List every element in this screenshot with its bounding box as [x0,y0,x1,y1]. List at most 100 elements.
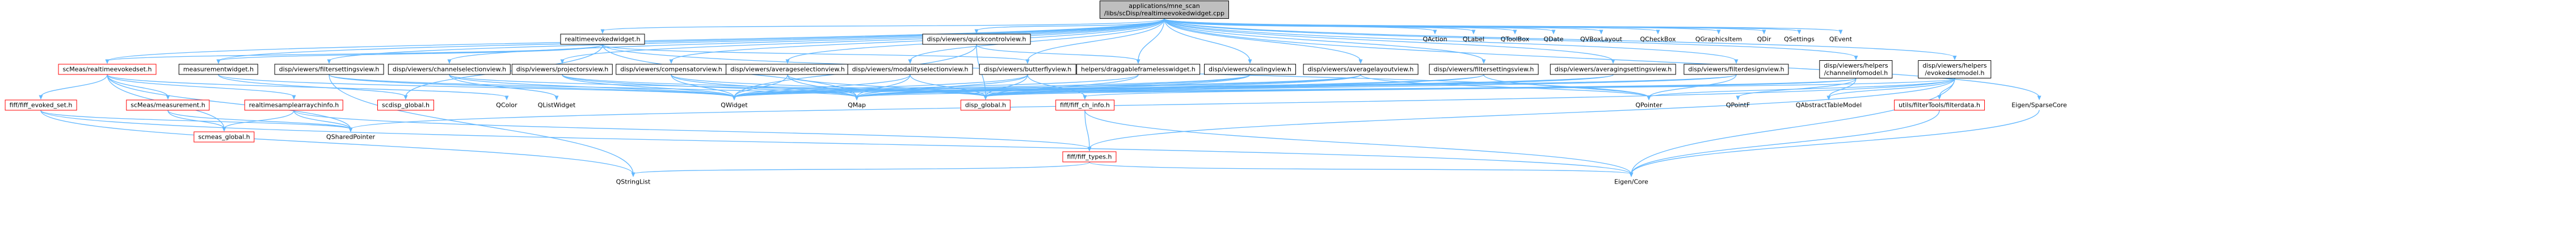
node-scdisp-global[interactable]: scdisp_global.h [377,99,435,111]
edge-arrowhead [1248,59,1252,64]
node-filterviewsettings[interactable]: disp/viewers/filtersettingsview.h [274,64,384,75]
node-measurementwidget[interactable]: measurementwidget.h [178,64,259,75]
edge-arrowhead [222,127,226,132]
dependency-edge [633,161,1090,175]
edge-arrowhead [974,29,979,34]
node-evokedsetmodel-line-2: /evokedsetmodel.h [1925,69,1985,77]
node-disp-global[interactable]: disp_global.h [960,99,1011,111]
dependency-edge [562,18,1165,62]
edge-arrowhead [560,59,565,64]
dependency-edge [1164,18,1857,58]
edge-arrowhead [39,95,43,100]
edge-arrowhead [1734,59,1739,64]
edge-arrowhead [1629,172,1634,177]
node-draggableframelesswidget[interactable]: helpers/draggableframelesswidget.h [1076,64,1200,75]
edge-arrowhead [1854,56,1858,60]
node-averagingsettingsview[interactable]: disp/viewers/averagingsettingsview.h [1550,64,1677,75]
node-qdate: QDate [1543,35,1564,43]
node-channelinfomodel[interactable]: disp/viewers/helpers /channelinfomodel.h [1819,60,1893,78]
node-channelselectionview[interactable]: disp/viewers/channelselectionview.h [388,64,511,75]
dependency-edge [985,78,1955,98]
dependency-edge [671,74,735,98]
node-qgraphicsitem: QGraphicsItem [1695,35,1742,43]
edge-arrowhead [1826,95,1831,101]
edge-arrowhead [403,95,408,100]
node-butterflyview[interactable]: disp/viewers/butterflyview.h [979,64,1076,75]
node-eigen-sparsecore: Eigen/SparseCore [2011,101,2067,109]
node-qpointer: QPointer [1635,101,1662,109]
node-scmeas-global[interactable]: scmeas_global.h [193,131,255,143]
node-filtersettingsview[interactable]: disp/viewers/filtersettingsview.h [1429,64,1539,75]
node-scalingview[interactable]: disp/viewers/scalingview.h [1204,64,1296,75]
edge-arrowhead [600,29,605,34]
node-qtoolbox: QToolBox [1500,35,1530,43]
node-filterdesignview[interactable]: disp/viewers/filterdesignview.h [1683,64,1789,75]
dependency-edge [1164,18,1614,62]
dependency-edge [976,44,1139,62]
node-qcheckbox: QCheckBox [1640,35,1676,43]
dependency-edge [1089,78,1955,149]
node-quickcontrolview[interactable]: disp/viewers/quickcontrolview.h [922,34,1031,45]
node-scmeas-measurement[interactable]: scMeas/measurement.h [126,99,210,111]
node-qevent: QEvent [1829,35,1853,43]
node-projectorsview[interactable]: disp/viewers/projectorsview.h [511,64,613,75]
edge-arrowhead [1647,95,1651,101]
dependency-edge [671,18,1165,62]
dependency-edge [562,74,735,98]
edge-arrowhead [504,95,509,101]
node-channelinfomodel-line-1: disp/viewers/helpers [1824,62,1888,69]
dependency-edge [107,74,294,98]
edge-arrowhead [105,59,110,64]
node-realtimeevokedwidget-h[interactable]: realtimeevokedwidget.h [560,34,645,45]
dependency-edge [734,74,1028,98]
edge-arrowhead [732,95,736,101]
dependency-edge [1648,74,1737,98]
dependency-edge [449,18,1165,62]
dependency-edge [671,74,857,98]
dependency-edge [329,74,634,174]
edge-arrowhead [1471,30,1476,35]
node-fiff-evoked-set[interactable]: fiff/fiff_evoked_set.h [5,99,77,111]
node-evokedsetmodel[interactable]: disp/viewers/helpers /evokedsetmodel.h [1918,60,1992,78]
edge-arrowhead [292,95,296,100]
node-compensatorview[interactable]: disp/viewers/compensatorview.h [616,64,727,75]
dependency-edge [218,18,1165,62]
dependency-edge [218,74,735,98]
edge-arrowhead [1599,30,1603,35]
edge-arrowhead [1513,30,1517,35]
edge-arrowhead [1762,30,1766,35]
dependency-edge [734,74,788,98]
edge-arrowhead [855,95,859,101]
node-root-line-2: /libs/scDisp/realtimeevokedwidget.cpp [1104,10,1225,17]
node-modalityselectionview[interactable]: disp/viewers/modalityselectionview.h [847,64,973,75]
node-averagelayoutview[interactable]: disp/viewers/averagelayoutview.h [1303,64,1419,75]
node-filterdata[interactable]: utils/filterTools/filterdata.h [1894,99,1985,111]
node-evokedsetmodel-line-1: disp/viewers/helpers [1922,62,1987,69]
node-averageselectionview[interactable]: disp/viewers/averageselectionview.h [726,64,849,75]
node-fiff-types[interactable]: fiff/fiff_types.h [1062,151,1117,163]
node-scmeas-realtimeevokedset[interactable]: scMeas/realtimeevokedset.h [58,64,157,75]
edge-arrowhead [631,172,635,177]
dependency-edge [40,110,1632,174]
dependency-edge [107,74,351,130]
node-qsharedpointer: QSharedPointer [326,133,375,141]
dependency-edge [350,78,1955,130]
node-fiff-ch-info[interactable]: fiff/fiff_ch_info.h [1055,99,1114,111]
dependency-edge [218,44,603,62]
dependency-edge [734,74,1139,98]
dependency-edge [1164,18,1841,32]
edge-arrowhead [1797,30,1801,35]
dependency-edge [562,74,857,98]
dependency-edge [40,110,634,174]
dependency-edge [734,74,1251,98]
dependency-edge [218,74,406,98]
edge-arrowhead [1656,30,1660,35]
node-realtimesamplearraychinfo[interactable]: realtimesamplearraychinfo.h [244,99,344,111]
dependency-edge [449,74,735,98]
edge-arrowhead [166,95,170,100]
node-qlistwidget: QListWidget [537,101,576,109]
dependency-edge [602,18,1165,32]
node-qmap: QMap [848,101,866,109]
edge-arrowhead [1716,30,1721,35]
